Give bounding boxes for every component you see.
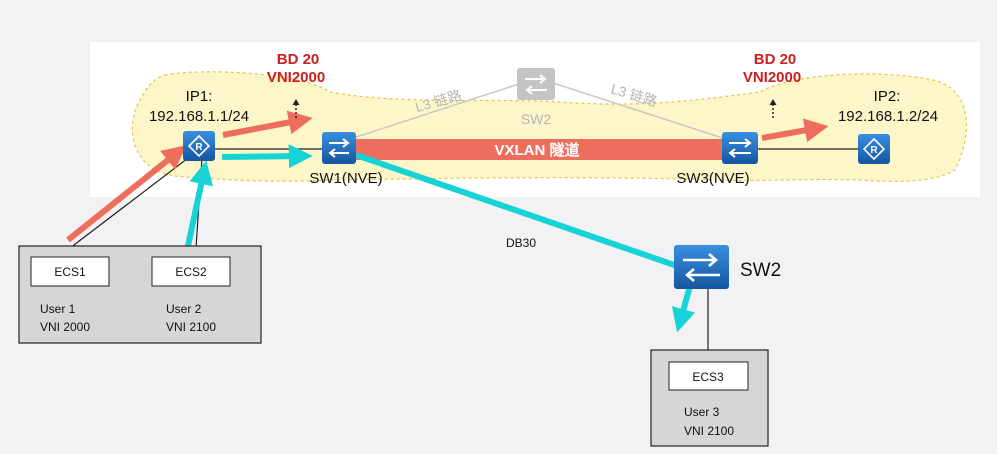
right-user-box: ECS3 User 3 VNI 2100 xyxy=(650,349,769,447)
red-arrow-ecs1-to-ip1 xyxy=(66,145,187,243)
vni-right-label: VNI2000 xyxy=(743,69,801,86)
db30-label: DB30 xyxy=(506,236,536,250)
ecs3-box xyxy=(668,361,749,391)
l3-link-right xyxy=(549,81,739,144)
vni1-label: VNI 2000 xyxy=(40,320,90,334)
ecs2-label: ECS2 xyxy=(175,265,207,279)
ecs1-box xyxy=(30,256,110,287)
ecs1-label: ECS1 xyxy=(54,265,86,279)
ip1-label: IP1: xyxy=(186,88,213,105)
ip2-value: 192.168.1.2/24 xyxy=(838,108,938,125)
sw2-top-label: SW2 xyxy=(521,111,552,127)
up-arrow-left xyxy=(292,99,300,118)
red-arrow-sw3-to-ip2 xyxy=(761,118,829,143)
user3-label: User 3 xyxy=(684,405,720,419)
ip2-label: IP2: xyxy=(874,88,901,105)
cyan-arrow-sw1-to-sw2 xyxy=(355,152,681,270)
ecs3-label: ECS3 xyxy=(692,370,724,384)
router-icon-ip2: R xyxy=(858,134,890,164)
bd-right-label: BD 20 xyxy=(754,51,797,68)
vni2-label: VNI 2100 xyxy=(166,320,216,334)
switch-icon-sw1 xyxy=(322,132,356,164)
ip1-value: 192.168.1.1/24 xyxy=(149,108,249,125)
left-user-box: ECS1 ECS2 User 1 VNI 2000 User 2 VNI 210… xyxy=(18,245,262,344)
ecs2-box xyxy=(151,256,231,287)
bd-left-label: BD 20 xyxy=(277,51,320,68)
vni3-label: VNI 2100 xyxy=(684,424,734,438)
user2-label: User 2 xyxy=(166,302,202,316)
cyan-arrow-ecs2-to-ip1 xyxy=(185,160,213,247)
up-arrow-right xyxy=(769,99,777,118)
sw2-bottom-label: SW2 xyxy=(740,260,781,281)
vxlan-tunnel xyxy=(352,139,722,160)
router-icon-ip1: R xyxy=(183,131,215,161)
cyan-arrow-ip1-to-sw1 xyxy=(221,144,313,169)
sw1-label: SW1(NVE) xyxy=(309,170,382,187)
red-arrow-ip1-to-sw1 xyxy=(222,110,313,138)
svg-text:R: R xyxy=(870,145,878,156)
user1-label: User 1 xyxy=(40,302,76,316)
tunnel-label: VXLAN 隧道 xyxy=(494,141,579,159)
switch-icon-sw2-bottom xyxy=(674,245,729,289)
cyan-arrow-sw2-to-ecs3 xyxy=(671,285,696,333)
l3-link-left xyxy=(337,81,526,144)
sw3-label: SW3(NVE) xyxy=(676,170,749,187)
vni-left-label: VNI2000 xyxy=(267,69,325,86)
switch-icon-sw2-top xyxy=(517,68,555,100)
svg-text:R: R xyxy=(195,142,203,153)
switch-icon-sw3 xyxy=(722,132,758,164)
